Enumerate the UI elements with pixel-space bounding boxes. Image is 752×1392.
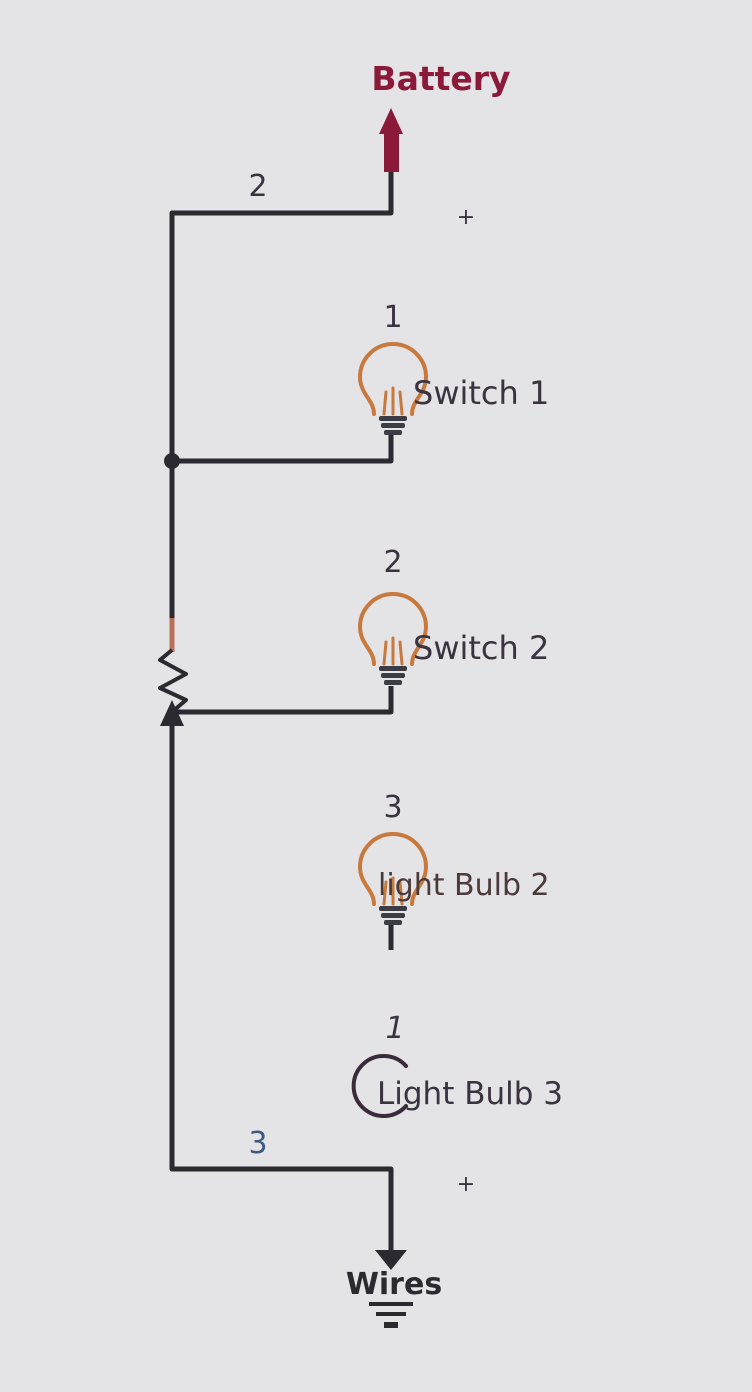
ground-plus: + (457, 1172, 475, 1197)
bulb-2-label: Switch 2 (413, 629, 549, 667)
bulb-4-label: Light Bulb 3 (377, 1076, 563, 1112)
junction-dot (164, 453, 180, 469)
wire-number-bottom: 3 (248, 1126, 267, 1161)
resistor-icon (158, 618, 188, 726)
bulb-3-number: 3 (383, 790, 402, 825)
ground-label: Wires (346, 1267, 442, 1302)
bulb-3-label: light Bulb 2 (378, 868, 550, 903)
battery-label: Battery (371, 59, 510, 98)
bulb-1-number: 1 (383, 300, 402, 335)
switch-1-wire (172, 433, 394, 464)
bulb-4-number: 1 (385, 1011, 404, 1046)
ground-icon (369, 1250, 413, 1328)
wires (169, 170, 394, 1252)
light-bulb-outline-icon (351, 1054, 408, 1118)
wire-number-top: 2 (248, 169, 267, 204)
battery-plus: + (457, 205, 475, 230)
top-wire (169, 170, 394, 620)
switch-2-wire (172, 686, 394, 715)
bulb-1-label: Switch 1 (413, 374, 549, 412)
battery-arrow-icon (379, 108, 403, 172)
bulb-2-number: 2 (383, 545, 402, 580)
bottom-wire (169, 720, 394, 1252)
